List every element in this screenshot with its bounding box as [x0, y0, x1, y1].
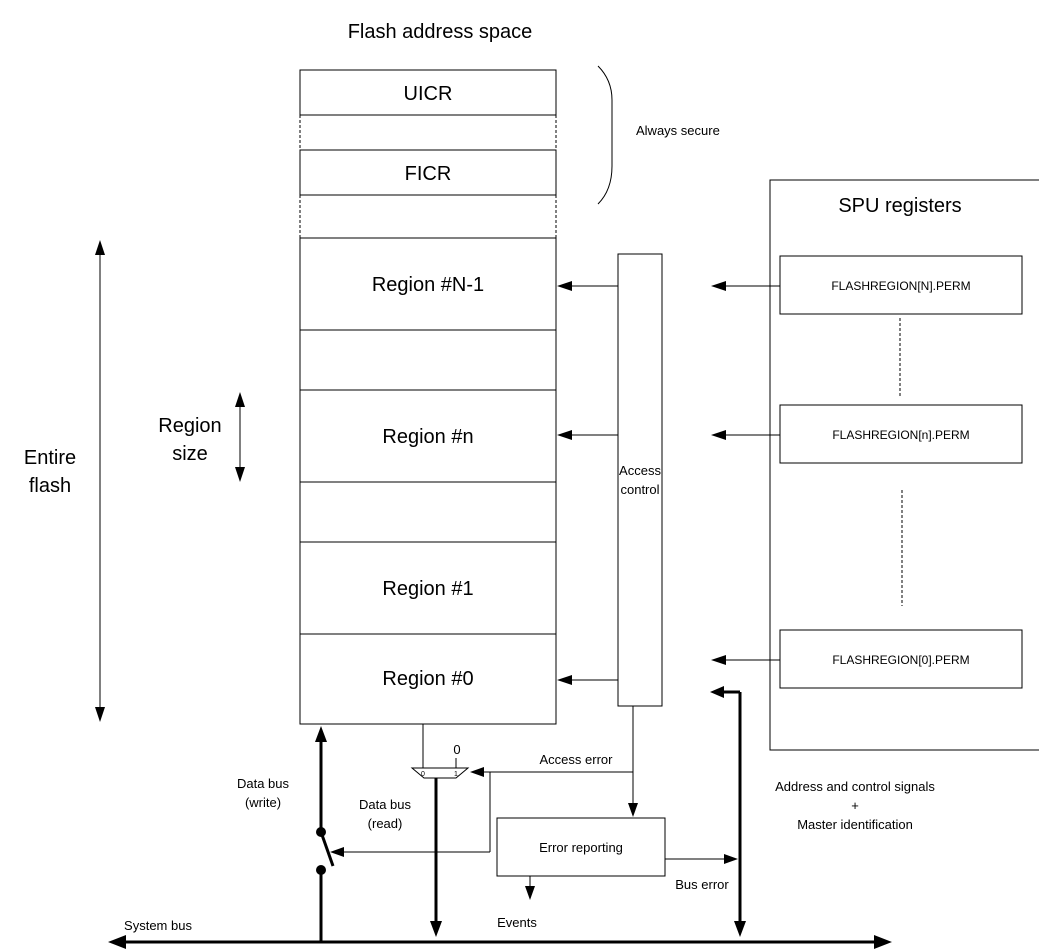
ac-to-region-n-minus-1-head — [557, 281, 572, 291]
data-bus-read-mux — [410, 767, 470, 779]
region-size-label-line1: Region — [158, 415, 221, 437]
region-1-label: Region #1 — [382, 578, 473, 600]
always-secure-brace — [597, 65, 613, 205]
access-error-to-error-reporting-head — [628, 803, 638, 817]
events-label: Events — [497, 915, 537, 930]
error-reporting-block — [496, 817, 666, 877]
ficr-label: FICR — [405, 163, 452, 185]
address-control-bus-head — [734, 921, 746, 937]
spu-registers-panel — [769, 179, 1039, 751]
reg-0-to-ac-head — [711, 655, 726, 665]
data-bus-read-label-line2: (read) — [368, 816, 403, 831]
system-bus-head-right — [874, 935, 892, 949]
access-control-block — [617, 253, 663, 707]
system-bus-head-left — [108, 935, 126, 949]
region-1-block — [299, 541, 557, 635]
access-error-to-mux-head — [470, 767, 484, 777]
data-bus-read-label-line1: Data bus — [359, 797, 412, 812]
flashregion-0-perm-label: FLASHREGION[0].PERM — [832, 653, 969, 667]
mux-constant-zero: 0 — [453, 742, 460, 757]
address-control-label-line3: Master identification — [797, 817, 913, 832]
flashregion-n-perm-box — [779, 404, 1023, 464]
region-size-label-line2: size — [172, 443, 208, 465]
bus-error-label: Bus error — [675, 877, 729, 892]
diagram-title: Flash address space — [348, 21, 533, 43]
data-bus-write-label-line2: (write) — [245, 795, 281, 810]
entire-flash-label-line2: flash — [29, 475, 71, 497]
events-head — [525, 886, 535, 900]
access-control-label-line2: control — [620, 482, 659, 497]
system-bus-label: System bus — [124, 918, 192, 933]
mux-in1-label: 1 — [454, 771, 458, 778]
access-error-label: Access error — [540, 752, 614, 767]
ac-to-region-0-head — [557, 675, 572, 685]
entire-flash-arrow-head-down — [95, 707, 105, 722]
region-0-label: Region #0 — [382, 668, 473, 690]
region-n-minus-1-block — [299, 237, 557, 331]
ac-to-region-n-head — [557, 430, 572, 440]
write-switch-blade — [319, 831, 335, 867]
error-reporting-label: Error reporting — [539, 840, 623, 855]
uicr-label: UICR — [404, 83, 453, 105]
entire-flash-arrow-head-up — [95, 240, 105, 255]
data-bus-read-head — [430, 921, 442, 937]
switch-control-head — [330, 847, 344, 857]
address-control-to-ac-head — [710, 686, 724, 698]
address-control-label-line2: + — [851, 798, 859, 813]
bus-error-head — [724, 854, 738, 864]
data-bus-write-label-line1: Data bus — [237, 776, 290, 791]
flashregion-0-perm-box — [779, 629, 1023, 689]
region-size-arrow-head-up — [235, 392, 245, 407]
always-secure-label: Always secure — [636, 123, 720, 138]
reg-N-to-ac-head — [711, 281, 726, 291]
region-n-block — [299, 389, 557, 483]
data-bus-write-head — [315, 726, 327, 742]
reg-n-to-ac-head — [711, 430, 726, 440]
address-control-label-line1: Address and control signals — [775, 779, 935, 794]
region-n-minus-1-label: Region #N-1 — [372, 274, 484, 296]
region-0-block — [299, 633, 557, 725]
region-size-arrow-head-down — [235, 467, 245, 482]
region-n-label: Region #n — [382, 426, 473, 448]
flashregion-n-perm-label: FLASHREGION[n].PERM — [832, 428, 969, 442]
entire-flash-label-line1: Entire — [24, 447, 76, 469]
flashregion-N-perm-box — [779, 255, 1023, 315]
uicr-block — [299, 69, 557, 116]
ficr-block — [299, 149, 557, 196]
access-control-label-line1: Access — [619, 463, 661, 478]
flashregion-N-perm-label: FLASHREGION[N].PERM — [831, 279, 970, 293]
mux-in0-label: 0 — [421, 771, 425, 778]
spu-registers-title: SPU registers — [838, 195, 961, 217]
